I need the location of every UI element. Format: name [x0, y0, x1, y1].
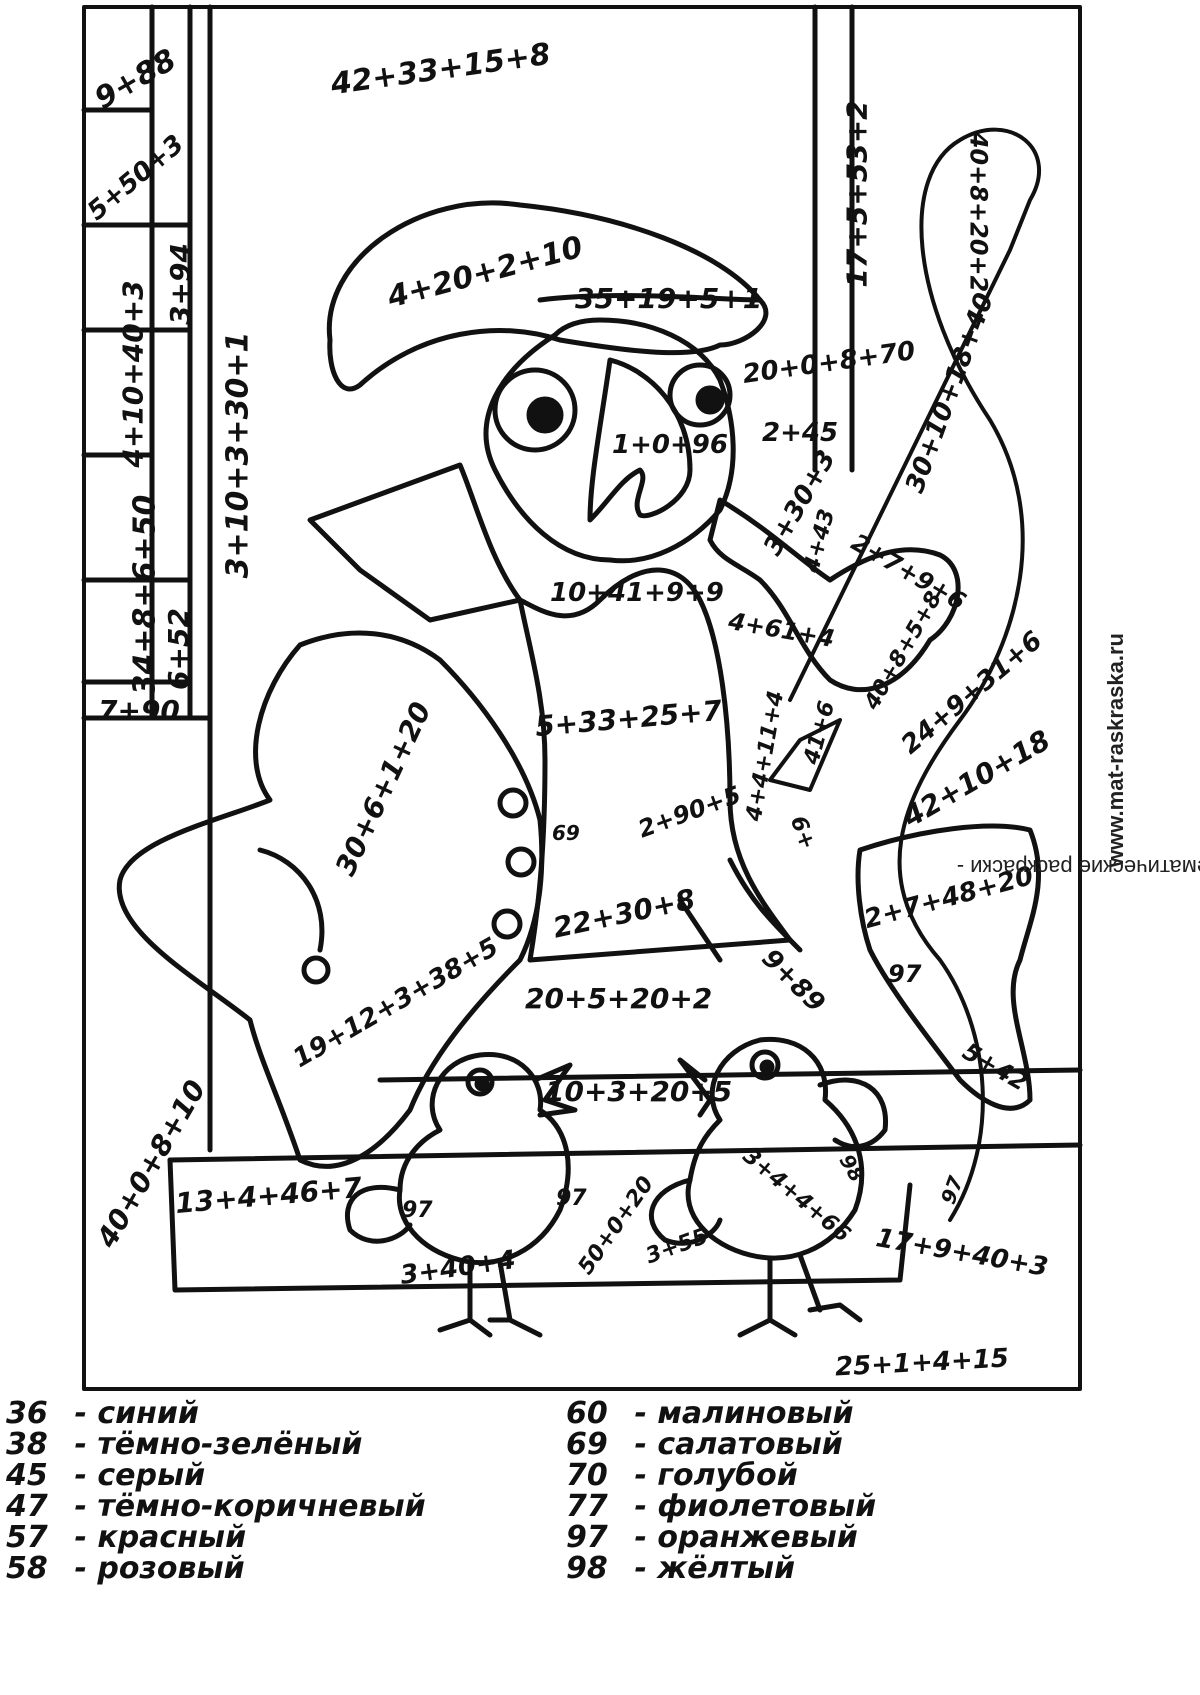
- shelf-outline: [167, 1142, 1083, 1163]
- owl-body: [517, 567, 793, 963]
- site-watermark: Математические раскраски - www.mat-raskr…: [957, 633, 1200, 880]
- color-legend-right: 60 - малиновый 69 - салатовый 70 - голуб…: [566, 1398, 876, 1584]
- owl-beak: [587, 357, 693, 523]
- legend-row: 69 - салатовый: [566, 1427, 843, 1462]
- expression-label: 97: [556, 1186, 587, 1211]
- owl-collar: [307, 462, 523, 623]
- owl-legs: [677, 857, 803, 963]
- expression-label: 10+41+9+9: [550, 578, 724, 608]
- expression-label: 1+0+96: [612, 430, 728, 460]
- owl-head: [483, 317, 736, 564]
- expression-label: 2+45: [762, 418, 839, 448]
- whip: [788, 127, 1042, 1222]
- owl-wing: [116, 630, 545, 1169]
- coat-button: [491, 908, 523, 940]
- legend-row: 60 - малиновый: [566, 1396, 854, 1431]
- expression-label: 17+5+53+2: [840, 100, 874, 288]
- legend-row: 98 - жёлтый: [566, 1551, 796, 1586]
- owl-tail: [855, 823, 1042, 1111]
- expression-label: 69: [552, 821, 580, 845]
- legend-row: 38 - тёмно-зелёный: [6, 1427, 363, 1462]
- expression-label: 10+3+20+5: [545, 1075, 733, 1108]
- expression-label: 35+19+5+1: [575, 282, 763, 315]
- legend-row: 77 - фиолетовый: [566, 1489, 877, 1524]
- coat-button: [497, 787, 529, 819]
- expression-label: 34+8+6+50: [127, 494, 163, 696]
- legend-row: 97 - оранжевый: [566, 1520, 858, 1555]
- expression-label: 3+94: [163, 243, 197, 325]
- chick-left: [396, 1051, 571, 1266]
- picture-frame: [82, 5, 1082, 1391]
- legend-row: 45 - серый: [6, 1458, 206, 1493]
- expression-label: 4+10+40+3: [116, 280, 150, 468]
- expression-label: 20+5+20+2: [525, 982, 713, 1015]
- owl-right-eye: [667, 362, 733, 428]
- owl-cap: [326, 200, 769, 392]
- color-legend-left: 36 - синий 38 - тёмно-зелёный 45 - серый…: [6, 1398, 426, 1584]
- expression-label: 97: [888, 960, 922, 988]
- owl-left-eye: [492, 367, 578, 453]
- owl-arm: [707, 497, 961, 693]
- expression-label: 7+90: [98, 694, 180, 727]
- watermark-title: Математические раскраски -: [956, 854, 1200, 880]
- legend-row: 58 - розовый: [6, 1551, 245, 1586]
- legend-row: 57 - красный: [6, 1520, 247, 1555]
- coat-button: [505, 846, 537, 878]
- expression-label: 3+10+3+30+1: [220, 331, 256, 579]
- legend-row: 36 - синий: [6, 1396, 199, 1431]
- expression-label: 6+52: [161, 608, 195, 690]
- expression-label: 40+8+20+2: [964, 131, 993, 293]
- expression-label: 97: [402, 1198, 433, 1223]
- chick-right: [685, 1036, 865, 1261]
- watermark-site-link[interactable]: www.mat-raskraska.ru: [1103, 633, 1128, 867]
- legend-row: 70 - голубой: [566, 1458, 798, 1493]
- legend-row: 47 - тёмно-коричневый: [6, 1489, 426, 1524]
